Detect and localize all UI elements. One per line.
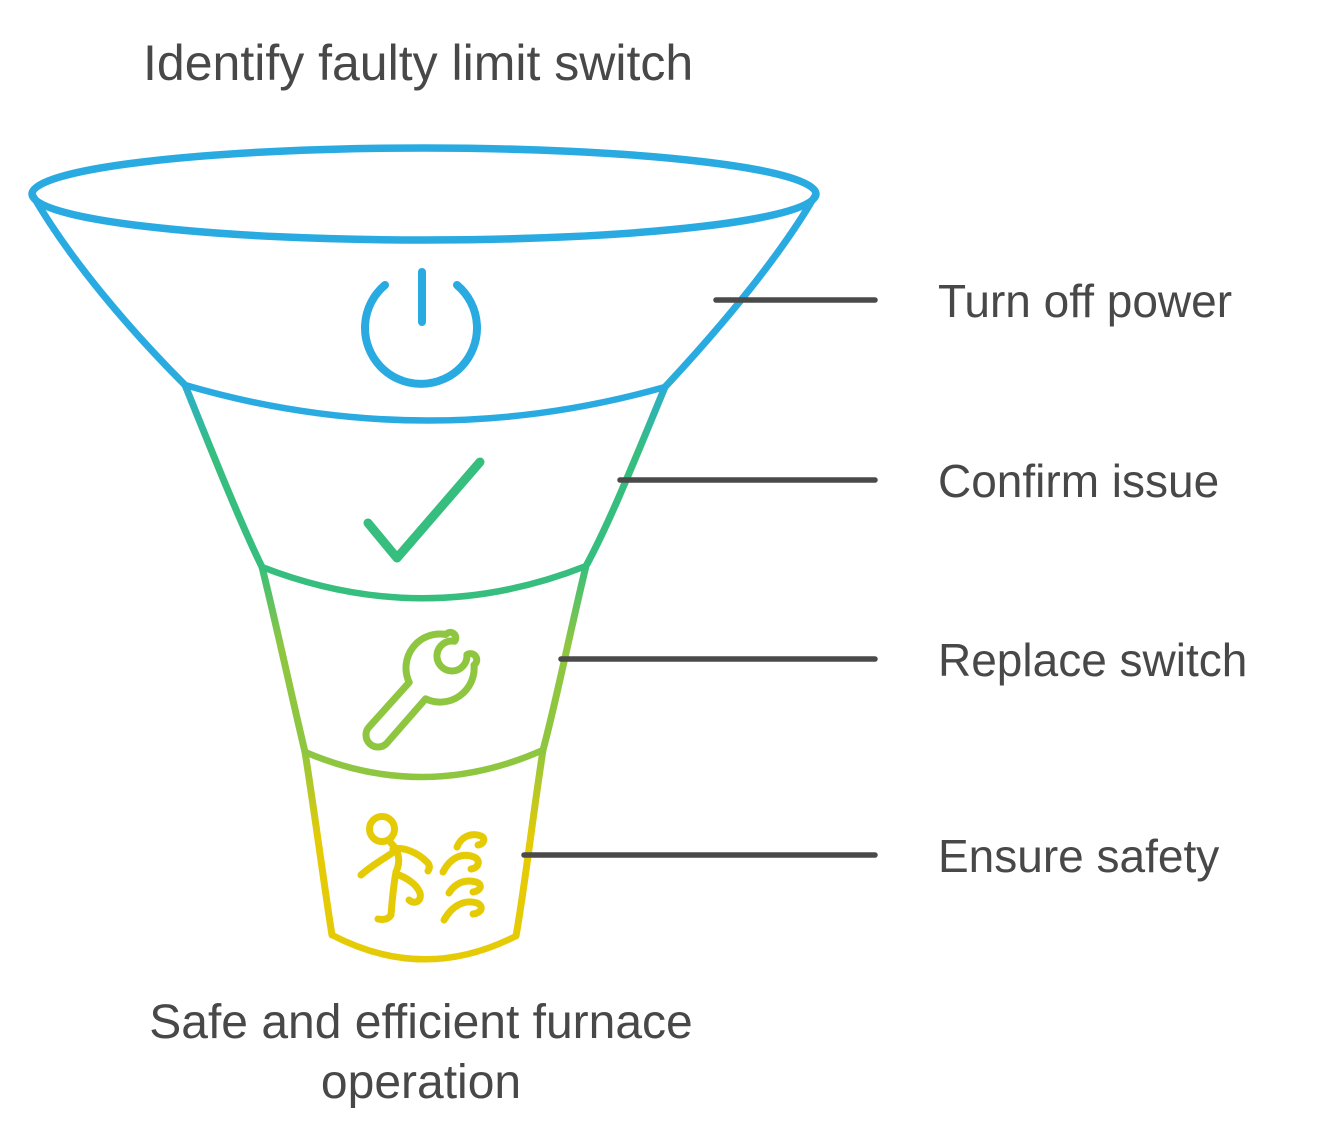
funnel-left-wall: [28, 190, 336, 939]
connector-lines: [521, 297, 878, 858]
stage-divider-2: [258, 562, 590, 602]
flame-lines: [439, 831, 488, 924]
flame-line: [445, 877, 484, 897]
running-person-icon: [357, 813, 488, 924]
flame-line: [440, 898, 485, 924]
wrench-icon: [362, 628, 481, 751]
stage-label-2: Confirm issue: [938, 455, 1219, 507]
stage-label-4: Ensure safety: [938, 830, 1219, 882]
runner-front-leg: [374, 868, 400, 923]
runner-front-arm: [357, 849, 396, 879]
flame-line: [453, 831, 488, 851]
runner-back-arm: [389, 845, 433, 875]
stage-label-1: Turn off power: [938, 275, 1232, 327]
funnel-bottom-arc: [328, 931, 520, 963]
caption-line-1: Safe and efficient furnace: [149, 996, 693, 1049]
stage-divider-1: [181, 381, 669, 424]
runner-head: [366, 813, 398, 845]
funnel-right-wall: [512, 190, 820, 940]
check-icon: [363, 457, 485, 563]
runner-back-leg: [392, 870, 424, 906]
page-title: Identify faulty limit switch: [143, 35, 693, 91]
power-icon-arc: [361, 281, 481, 388]
power-icon: [361, 268, 481, 388]
stage-label-3: Replace switch: [938, 634, 1247, 686]
stage-divider-3: [301, 746, 547, 781]
funnel-top-ellipse: [28, 144, 820, 244]
flame-line: [439, 851, 482, 876]
caption-line-2: operation: [321, 1056, 521, 1109]
